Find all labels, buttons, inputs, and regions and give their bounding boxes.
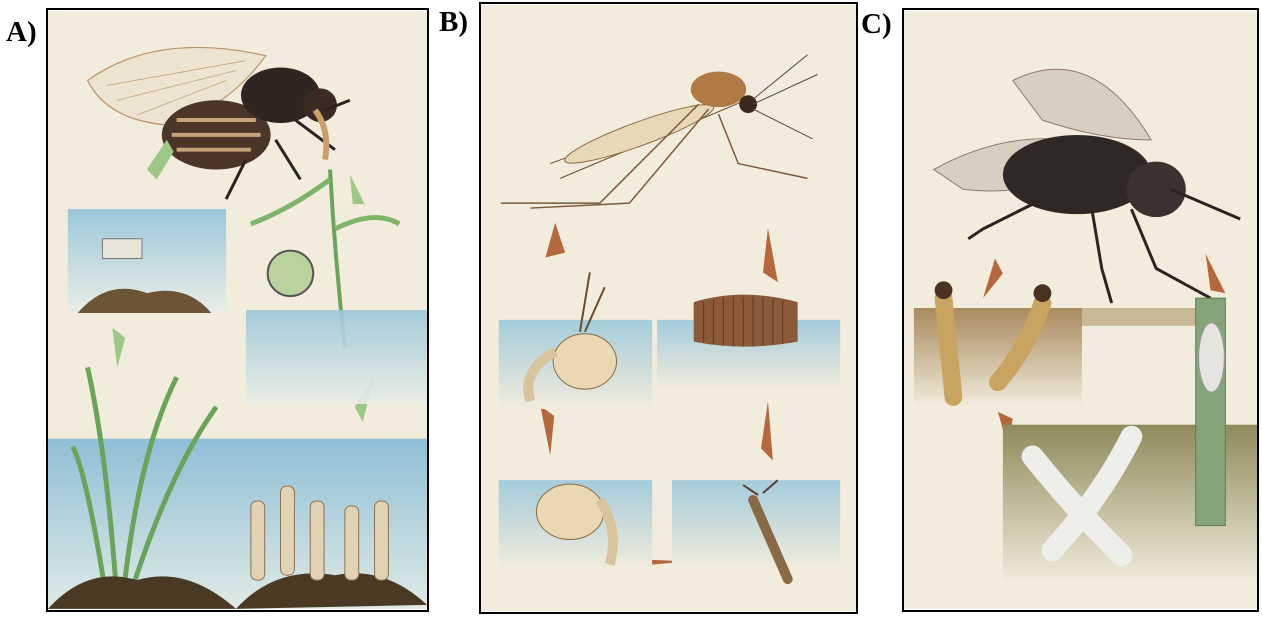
panel-a-label: A) bbox=[6, 18, 37, 47]
panel-b-artwork bbox=[481, 4, 856, 612]
panel-a-lifecycle-illustration bbox=[46, 8, 429, 612]
panel-a-artwork bbox=[48, 10, 427, 610]
egg-raft bbox=[694, 295, 798, 347]
panel-b-label: B) bbox=[439, 8, 468, 37]
panel-c-lifecycle-illustration bbox=[902, 8, 1259, 612]
panel-c-artwork bbox=[904, 10, 1257, 610]
panel-c-label: C) bbox=[861, 10, 892, 39]
panel-b-lifecycle-illustration bbox=[479, 2, 858, 614]
